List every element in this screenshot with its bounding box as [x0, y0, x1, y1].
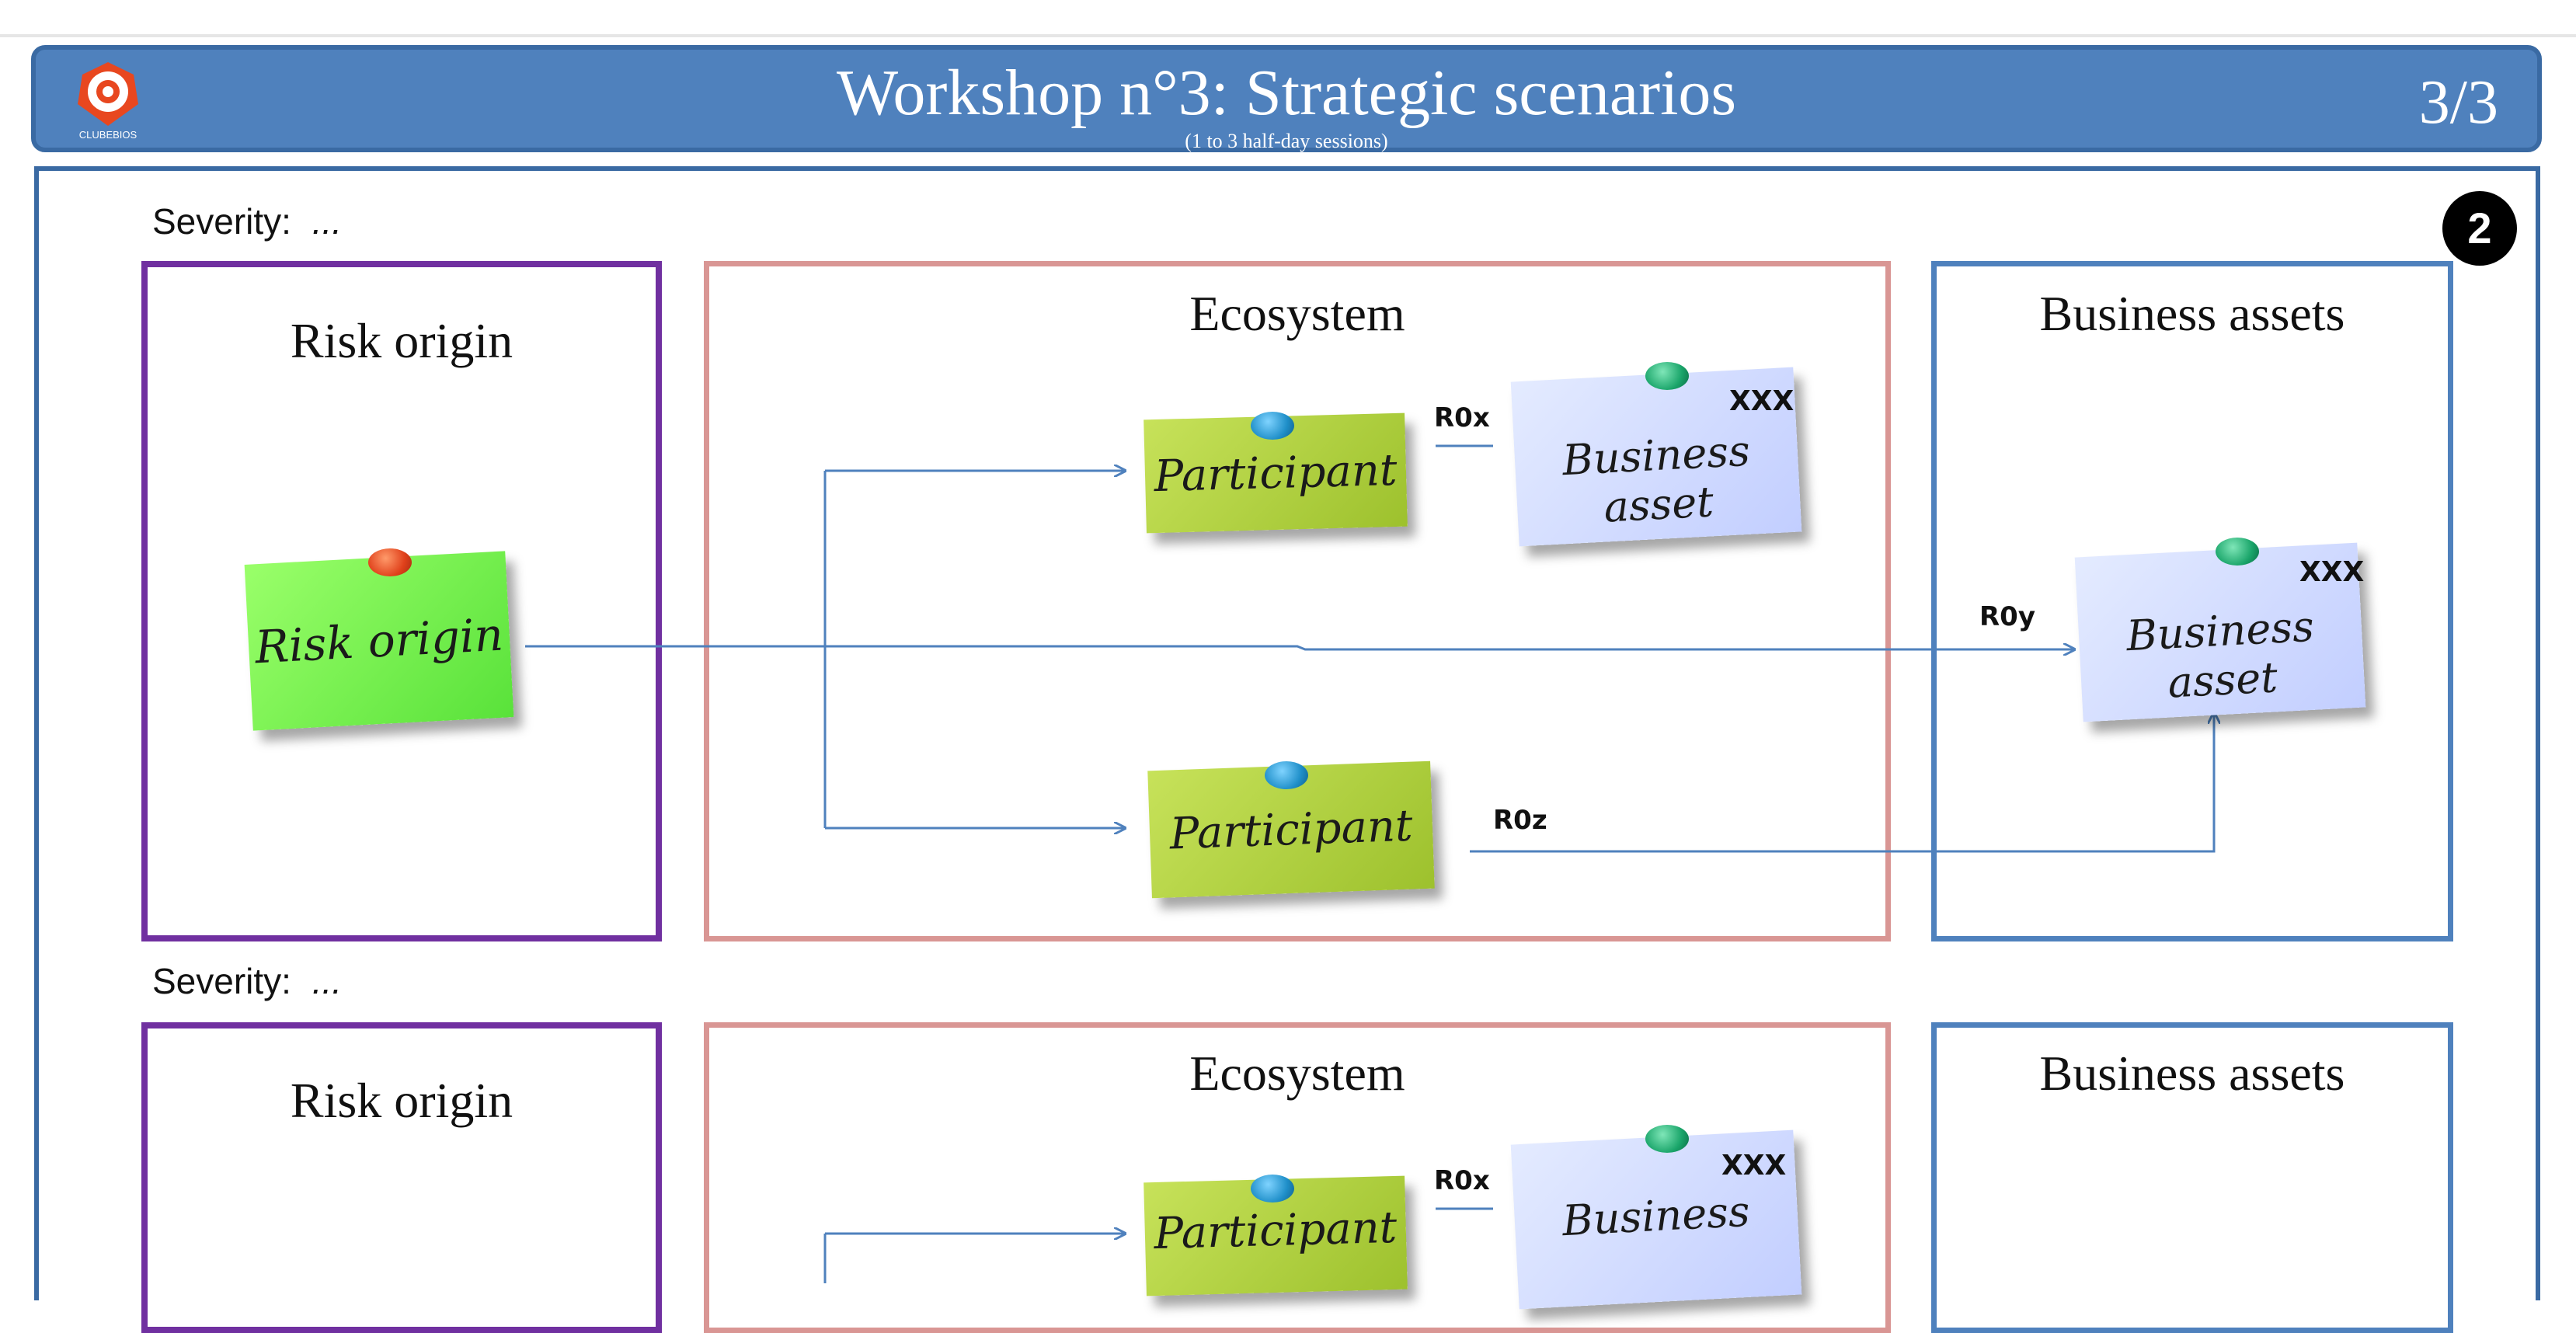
asset-code-top-2: XXX	[1721, 1150, 1787, 1182]
risk-origin-box: Risk origin	[141, 261, 662, 941]
business-assets-box-title: Business assets	[2039, 1046, 2345, 1101]
ecosystem-box-title: Ecosystem	[1189, 286, 1405, 341]
pushpin-icon	[1265, 761, 1308, 789]
slide-header: CLUBEBIOS Workshop n°3: Strategic scenar…	[31, 45, 2542, 152]
tag-r0y: R0y	[1979, 601, 2036, 632]
page-counter: 3/3	[2418, 68, 2498, 137]
step-badge: 2	[2442, 191, 2517, 266]
risk-origin-note: Risk origin	[244, 551, 514, 731]
tag-r0x-2: R0x	[1434, 1165, 1490, 1196]
slide-title: Workshop n°3: Strategic scenarios	[836, 57, 1737, 129]
content-frame	[34, 166, 2540, 1300]
top-rule	[0, 0, 2576, 37]
pushpin-icon	[1645, 1125, 1689, 1153]
asset-code-right: XXX	[2299, 556, 2365, 588]
pushpin-icon	[1251, 412, 1294, 440]
severity-label: Severity:	[152, 201, 291, 242]
club-ebios-logo: CLUBEBIOS	[78, 62, 138, 141]
severity-label: Severity:	[152, 961, 291, 1001]
pushpin-icon	[368, 548, 412, 576]
pushpin-icon	[1251, 1175, 1294, 1202]
severity-row-2: Severity: ...	[152, 960, 342, 1002]
risk-origin-box-title: Risk origin	[290, 1073, 513, 1128]
severity-value: ...	[312, 961, 343, 1001]
severity-row-1: Severity: ...	[152, 200, 342, 242]
tag-r0z: R0z	[1493, 805, 1547, 836]
ecosystem-box-title: Ecosystem	[1189, 1046, 1405, 1101]
business-assets-box-2: Business assets	[1931, 1022, 2453, 1333]
tag-r0x: R0x	[1434, 402, 1490, 433]
slide-subtitle: (1 to 3 half-day sessions)	[1185, 130, 1388, 152]
pushpin-icon	[1645, 362, 1689, 390]
risk-origin-box-2: Risk origin	[141, 1022, 662, 1333]
pushpin-icon	[2216, 538, 2259, 566]
svg-text:CLUBEBIOS: CLUBEBIOS	[79, 129, 138, 141]
risk-origin-box-title: Risk origin	[290, 313, 513, 368]
asset-code-top: XXX	[1729, 385, 1794, 417]
severity-value: ...	[312, 201, 343, 242]
business-assets-box-title: Business assets	[2039, 286, 2345, 341]
